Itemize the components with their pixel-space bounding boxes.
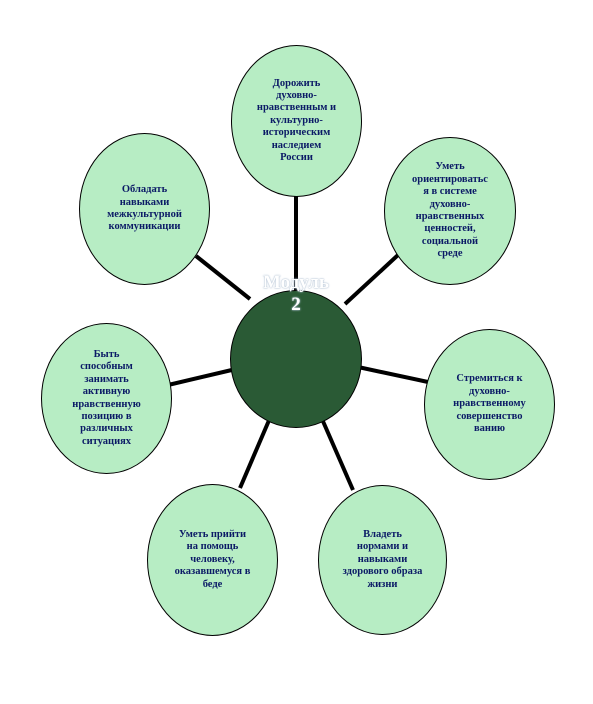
petal-top: Дорожить духовно- нравственным и культур…: [231, 45, 362, 197]
petal-lower-right-text: Владеть нормами и навыками здорового обр…: [342, 528, 423, 590]
petal-left-text: Быть способным занимать активную нравств…: [72, 348, 141, 447]
connector-upper-left: [194, 254, 252, 301]
center-label: Модуль 2: [263, 272, 329, 315]
petal-lower-left: Уметь прийти на помощь человеку, оказавш…: [147, 484, 278, 636]
connector-right: [357, 365, 429, 384]
petal-lower-right: Владеть нормами и навыками здорового обр…: [318, 485, 447, 635]
petal-upper-right: Уметь ориентироватьс я в системе духовно…: [384, 137, 516, 285]
petal-left: Быть способным занимать активную нравств…: [41, 323, 172, 474]
connector-lower-right: [320, 418, 355, 491]
connector-lower-left: [238, 417, 272, 489]
center-node: [230, 290, 362, 428]
petal-upper-left-text: Обладать навыками межкультурной коммуник…: [107, 184, 182, 233]
petal-upper-left: Обладать навыками межкультурной коммуник…: [79, 133, 210, 285]
connector-left: [167, 367, 237, 387]
petal-top-text: Дорожить духовно- нравственным и культур…: [256, 77, 337, 164]
petal-lower-left-text: Уметь прийти на помощь человеку, оказавш…: [174, 528, 251, 590]
petal-upper-right-text: Уметь ориентироватьс я в системе духовно…: [412, 161, 488, 260]
connector-upper-right: [343, 253, 400, 306]
petal-right-text: Стремиться к духовно- нравственному сове…: [453, 373, 526, 435]
petal-right: Стремиться к духовно- нравственному сове…: [424, 329, 555, 480]
